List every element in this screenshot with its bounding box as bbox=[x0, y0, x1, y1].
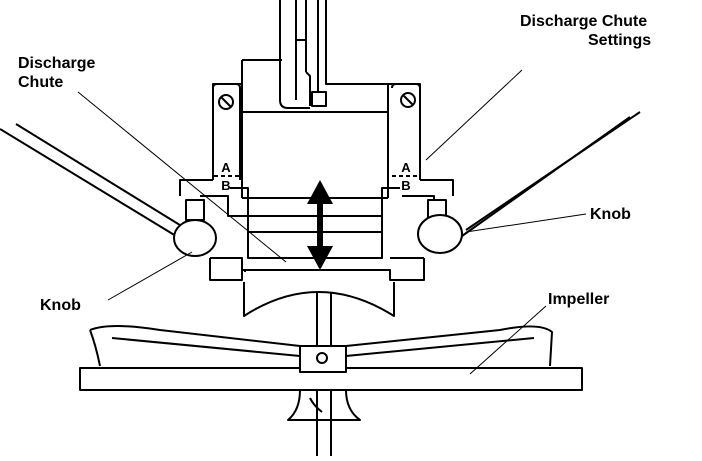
support-arm-right bbox=[461, 111, 641, 237]
label-discharge-chute-settings: Discharge Chute Settings bbox=[520, 12, 651, 50]
leader-discharge-chute-settings bbox=[425, 69, 523, 161]
control-rod bbox=[279, 0, 327, 109]
label-line: Discharge bbox=[18, 55, 96, 72]
setting-mark-lower-right: B bbox=[401, 178, 410, 193]
leader-discharge-chute bbox=[77, 91, 287, 263]
setting-mark-lower-left: B bbox=[221, 178, 230, 193]
setting-mark-upper-left: A bbox=[221, 160, 231, 175]
chute-mouth bbox=[243, 282, 395, 317]
double-arrow-icon bbox=[307, 180, 333, 270]
chute-setting-plate-right bbox=[391, 83, 421, 180]
leader-knob-left bbox=[107, 251, 193, 301]
chute-setting-plate-left bbox=[212, 83, 241, 180]
knob-right bbox=[417, 199, 463, 254]
setting-mark-upper-right: A bbox=[401, 160, 411, 175]
screw-icon bbox=[218, 94, 234, 110]
knob-left bbox=[173, 199, 217, 257]
support-arm-left bbox=[0, 123, 189, 237]
leader-knob-right bbox=[465, 213, 587, 233]
leader-lines bbox=[77, 69, 587, 375]
label-line: Chute bbox=[18, 74, 64, 91]
screw-icon bbox=[400, 92, 416, 108]
label-line: Discharge Chute bbox=[520, 13, 648, 30]
label-line: Settings bbox=[588, 32, 652, 49]
impeller bbox=[79, 325, 583, 421]
label-knob-right: Knob bbox=[590, 206, 631, 223]
label-discharge-chute: Discharge Chute bbox=[18, 54, 95, 92]
label-impeller: Impeller bbox=[548, 291, 610, 308]
label-knob-left: Knob bbox=[40, 297, 81, 314]
leader-impeller bbox=[469, 305, 547, 375]
